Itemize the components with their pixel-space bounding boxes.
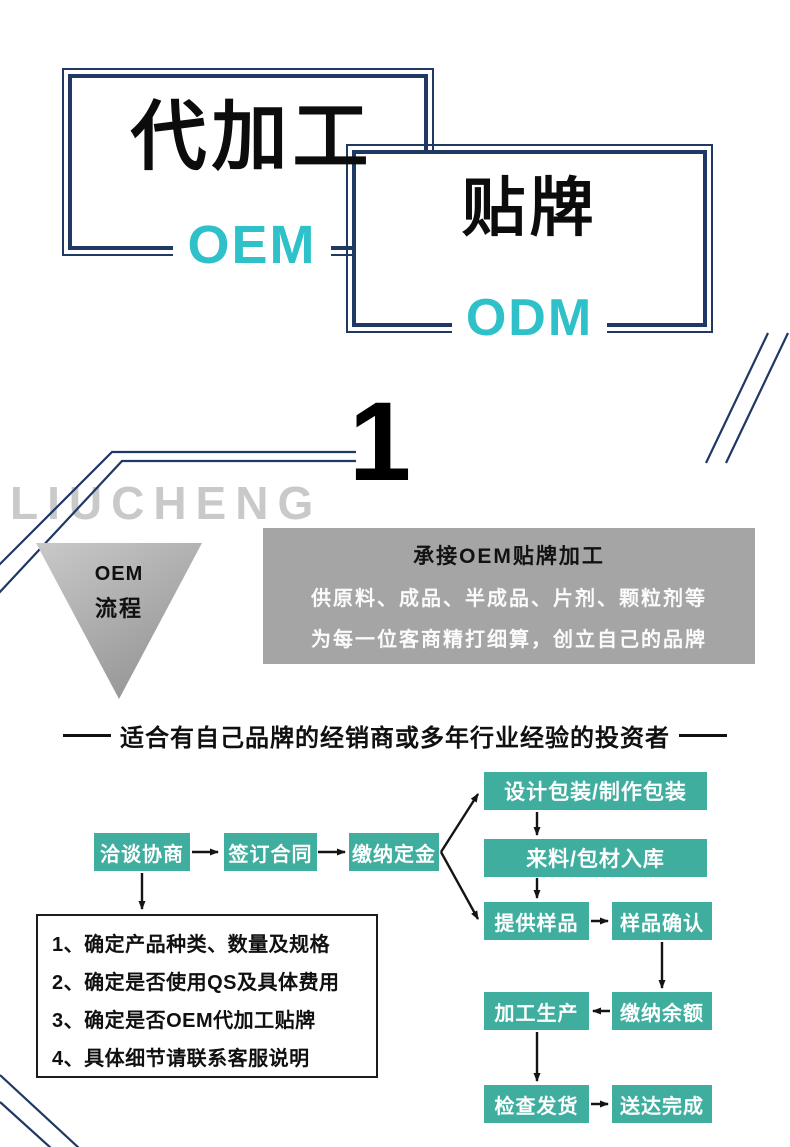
intro-line-1: 承接OEM贴牌加工	[413, 545, 605, 568]
intro-panel: 承接OEM贴牌加工 供原料、成品、半成品、片剂、颗粒剂等 为每一位客商精打细算，…	[263, 528, 755, 664]
process-triangle: OEM 流程	[36, 543, 202, 699]
oem-title: 代加工	[130, 95, 374, 180]
checklist-item: 1、确定产品种类、数量及规格	[52, 934, 331, 956]
flow-node-production: 加工生产	[484, 992, 589, 1030]
oem-subtitle: OEM	[68, 215, 436, 275]
arrow-deposit-to-packaging	[439, 793, 480, 853]
flow-node-sample-confirm: 样品确认	[612, 902, 712, 940]
deco-line-top-right-1	[705, 332, 769, 464]
arrow-deposit-to-sample	[439, 851, 480, 920]
checklist-item: 4、具体细节请联系客服说明	[52, 1048, 310, 1070]
deco-line-bottom-left-1	[0, 1074, 80, 1147]
banner-text: 适合有自己品牌的经销商或多年行业经验的投资者	[120, 725, 670, 752]
watermark-text: LIUCHENG	[10, 477, 323, 529]
oem-subtitle-text: OEM	[173, 215, 331, 275]
flow-node-deposit: 缴纳定金	[349, 833, 439, 871]
odm-subtitle: ODM	[352, 289, 707, 347]
flow-node-contract: 签订合同	[224, 833, 317, 871]
section-number: 1	[348, 379, 412, 504]
flow-node-provide-sample: 提供样品	[484, 902, 589, 940]
flow-node-packaging-design: 设计包装/制作包装	[484, 772, 707, 810]
flow-node-balance-payment: 缴纳余额	[612, 992, 712, 1030]
checklist-box: 1、确定产品种类、数量及规格 2、确定是否使用QS及具体费用 3、确定是否OEM…	[36, 914, 378, 1078]
deco-line-bottom-left-2	[0, 1101, 52, 1147]
flow-node-materials-inbound: 来料/包材入库	[484, 839, 707, 877]
odm-title: 贴牌	[461, 172, 598, 244]
banner: 适合有自己品牌的经销商或多年行业经验的投资者	[0, 718, 790, 753]
flow-node-negotiation: 洽谈协商	[94, 833, 190, 871]
checklist-item: 2、确定是否使用QS及具体费用	[52, 972, 340, 994]
triangle-line2: 流程	[94, 596, 143, 621]
flow-node-inspect-ship: 检查发货	[484, 1085, 589, 1123]
deco-line-top-right-2	[725, 332, 789, 464]
triangle-line1: OEM	[94, 563, 144, 585]
flow-node-delivery-complete: 送达完成	[612, 1085, 712, 1123]
banner-dash-right	[679, 734, 727, 737]
banner-dash-left	[63, 734, 111, 737]
intro-line-2: 供原料、成品、半成品、片剂、颗粒剂等	[311, 588, 707, 610]
odm-subtitle-text: ODM	[451, 289, 608, 347]
checklist-item: 3、确定是否OEM代加工贴牌	[52, 1010, 316, 1032]
intro-line-3: 为每一位客商精打细算，创立自己的品牌	[311, 629, 707, 651]
